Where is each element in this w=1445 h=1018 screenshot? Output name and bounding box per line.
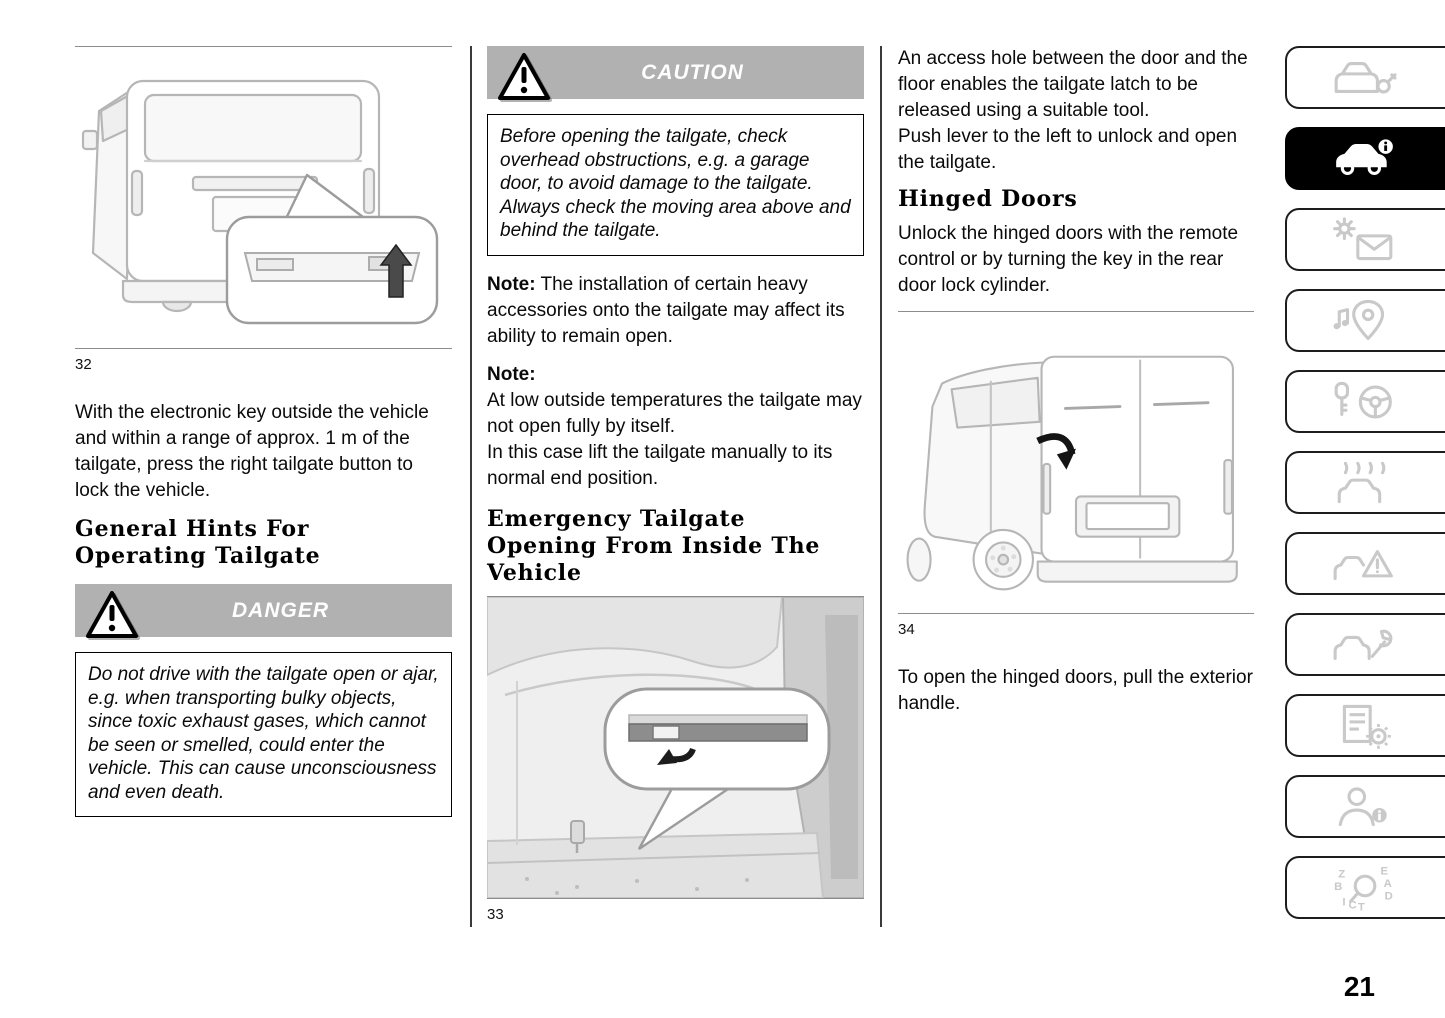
car-warning-triangle-icon — [1333, 549, 1393, 580]
car-wrench-icon — [1333, 629, 1393, 660]
note-installation: Note: The installation of certain heavy … — [487, 273, 845, 347]
sidebar-tab-alphabetical-index[interactable]: Z B I C T E A D — [1285, 856, 1445, 919]
van-rear-tailgate-button-illustration — [81, 79, 439, 325]
danger-label: DANGER — [231, 598, 329, 622]
svg-text:A: A — [1384, 877, 1392, 889]
figure-33 — [487, 595, 864, 899]
sidebar-tab-technical-data[interactable] — [1285, 694, 1445, 757]
sidebar-tab-current-section[interactable] — [1285, 127, 1445, 190]
open-doors-paragraph: To open the hinged doors, pull the exter… — [898, 667, 1253, 714]
heading-hinged-doors: Hinged Doors — [898, 186, 1078, 212]
person-info-icon — [1338, 786, 1387, 826]
svg-text:T: T — [1358, 901, 1365, 911]
sidebar-tab-knowing-your-vehicle[interactable] — [1285, 46, 1445, 109]
car-info-icon — [1336, 138, 1393, 175]
svg-text:D: D — [1385, 890, 1393, 902]
caution-label: CAUTION — [641, 60, 744, 84]
figure-33-caption: 33 — [487, 905, 504, 923]
caution-text-box: Before opening the tailgate, check overh… — [487, 114, 864, 256]
tailgate-interior-emergency-lever-illustration — [487, 596, 864, 898]
figure-34-caption: 34 — [898, 621, 915, 638]
figure-32-caption: 32 — [75, 356, 92, 373]
svg-text:I: I — [1342, 896, 1345, 908]
figure-34 — [898, 311, 1254, 614]
unlock-paragraph: Unlock the hinged doors with the remote … — [898, 223, 1239, 296]
location-audio-icon — [1333, 299, 1385, 340]
page-number: 21 — [1343, 971, 1375, 1002]
note-low-temperature: Note: At low outside temperatures the ta… — [487, 363, 862, 489]
column-divider — [470, 46, 472, 927]
access-hole-paragraph: An access hole between the door and the … — [898, 48, 1248, 173]
document-gear-icon — [1342, 704, 1391, 749]
svg-text:C: C — [1349, 899, 1357, 911]
sidebar-tab-warning-lights-and-messages[interactable] — [1285, 208, 1445, 271]
danger-banner: DANGER — [75, 584, 452, 638]
figure-32 — [75, 46, 452, 349]
sidebar-tab-starting-and-driving[interactable] — [1285, 370, 1445, 433]
sidebar-tab-servicing-and-maintenance[interactable] — [1285, 613, 1445, 676]
svg-text:B: B — [1334, 881, 1342, 893]
alphabetical-index-icon: Z B I C T E A D — [1334, 865, 1393, 911]
note-label: Note: — [487, 273, 536, 295]
warning-triangle-icon — [497, 52, 551, 107]
sidebar-tab-vehicle-care[interactable] — [1285, 451, 1445, 514]
warning-triangle-icon — [85, 590, 139, 645]
svg-text:E: E — [1381, 865, 1389, 877]
car-key-icon — [1334, 61, 1397, 93]
van-hinged-doors-illustration — [906, 355, 1238, 591]
note-label: Note: — [487, 363, 536, 385]
section-sidebar: Z B I C T E A D — [1285, 46, 1445, 919]
warning-lights-messages-icon — [1333, 216, 1393, 260]
sidebar-tab-in-an-emergency[interactable] — [1285, 532, 1445, 595]
column-divider — [880, 46, 882, 927]
heading-emergency-tailgate-opening: Emergency Tailgate Opening From Inside T… — [487, 505, 821, 586]
caution-banner: CAUTION — [487, 46, 864, 100]
key-steering-wheel-icon — [1334, 381, 1392, 418]
danger-text-box: Do not drive with the tailgate open or a… — [75, 652, 452, 817]
sidebar-tab-multimedia-navigation[interactable] — [1285, 289, 1445, 352]
car-wash-icon — [1337, 461, 1386, 503]
column-left: 32 With the electronic key outside the v… — [75, 46, 452, 817]
sidebar-tab-customer-information[interactable] — [1285, 775, 1445, 838]
column-right: An access hole between the door and the … — [898, 46, 1254, 717]
column-middle: CAUTION Before opening the tailgate, che… — [487, 46, 864, 924]
svg-text:Z: Z — [1338, 868, 1345, 880]
heading-general-hints: General Hints For Operating Tailgate — [75, 516, 321, 569]
intro-paragraph: With the electronic key outside the vehi… — [75, 402, 429, 501]
up-arrow-icon — [379, 243, 413, 298]
